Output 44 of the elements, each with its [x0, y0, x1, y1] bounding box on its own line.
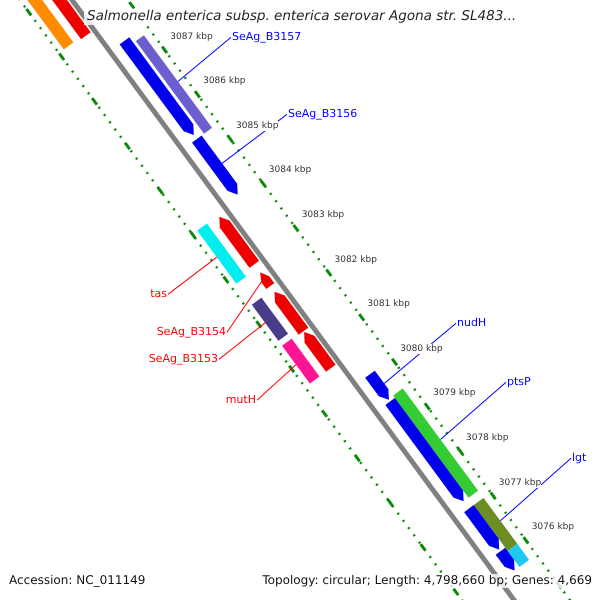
footer-text: Accession: NC_011149 [9, 574, 146, 588]
leader-line [168, 256, 218, 295]
tick-label: 3078 kbp [466, 433, 508, 444]
leader-line [178, 36, 232, 82]
gene-block [192, 136, 238, 195]
gene-block [385, 398, 464, 502]
gene-block [365, 370, 389, 400]
gene-label: lgt [572, 452, 586, 465]
gene-block [282, 338, 320, 384]
tick-label: 3079 kbp [433, 388, 476, 399]
gene-block [304, 332, 336, 372]
gene-block [464, 505, 500, 550]
gene-label: nudH [457, 317, 486, 330]
gene-block [508, 544, 530, 567]
tick-label: 3081 kbp [367, 299, 410, 310]
footer-text: Topology: circular; Length: 4,798,660 bp; Genes: 4,669 [262, 574, 592, 588]
gene-label: SeAg_B3157 [232, 31, 302, 44]
gene-block [474, 498, 518, 551]
gene-block [260, 272, 274, 289]
tick-label: 3083 kbp [302, 210, 344, 220]
gene-label: SeAg_B3153 [148, 353, 218, 366]
tick-label: 3076 kbp [532, 522, 574, 533]
leader-line [226, 282, 262, 333]
tick-label: 3080 kbp [400, 344, 443, 354]
tick-label: 3086 kbp [203, 76, 246, 87]
leader-line [256, 364, 296, 401]
gene-label: ptsP [507, 376, 531, 389]
leader-line [218, 322, 266, 360]
gene-label: SeAg_B3154 [156, 326, 226, 339]
gene-block [274, 292, 308, 335]
gene-label: tas [150, 288, 167, 301]
gene-block [496, 548, 515, 570]
gene-block [252, 298, 288, 341]
leader-line [500, 458, 572, 522]
gene-block [219, 216, 260, 268]
tick-label: 3077 kbp [498, 478, 542, 488]
tick-label: 3087 kbp [170, 32, 213, 42]
gene-label: mutH [226, 394, 256, 407]
tick-label: 3082 kbp [334, 254, 377, 265]
tick-label: 3084 kbp [268, 165, 312, 176]
tick-label: 3085 kbp [236, 120, 278, 132]
leader-line [440, 382, 506, 440]
gene-label: SeAg_B3156 [288, 108, 358, 121]
gene-block [197, 224, 246, 284]
